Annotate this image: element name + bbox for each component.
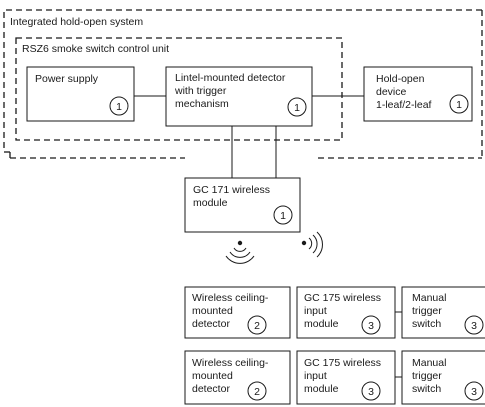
box-label-line: device [376,86,407,98]
ceiling-detector-box: Wireless ceiling- mounted detector 2 [184,350,291,405]
gc175-module-box: GC 175 wireless input module 3 [296,286,396,339]
badge-circle [287,97,307,117]
connectors [134,95,364,178]
badge-number: 1 [116,101,122,113]
badge-circle [361,315,381,335]
box-label-line: GC 175 wireless [304,357,381,369]
wireless-signal-icon [301,231,323,258]
box-label-line: module [304,383,339,395]
badge-number: 1 [456,99,462,111]
badge-number: 3 [471,386,477,398]
box-label-line: mechanism [175,98,229,110]
box-label-line: Wireless ceiling- [192,357,269,369]
box-label-line: detector [192,383,230,395]
control-unit-title: RSZ6 smoke switch control unit [22,43,169,55]
box-label-line: Manual [412,357,446,369]
box-label-line: GC 171 wireless [193,184,270,196]
badge-circle [464,381,484,401]
box-label-line: module [193,197,228,209]
hold-open-device-box: Hold-open device 1-leaf/2-leaf 1 [363,66,473,122]
gc171-module-box: GC 171 wireless module 1 [184,177,301,233]
box-label-line: Wireless ceiling- [192,292,269,304]
box-label-line: Power supply [35,73,99,85]
control-unit-frame: RSZ6 smoke switch control unit [15,37,343,141]
box-label-line: GC 175 wireless [304,292,381,304]
wireless-signal-icon [225,240,255,264]
box-label-line: Lintel-mounted detector [175,72,286,84]
box-label-line: detector [192,318,230,330]
badge-number: 3 [368,386,374,398]
box-label-line: Manual [412,292,446,304]
badge-circle [449,94,469,114]
manual-trigger-switch-box: Manual trigger switch 3 [401,286,485,339]
badge-circle [273,205,293,225]
badge-circle [464,315,484,335]
badge-number: 3 [471,320,477,332]
box-label-line: switch [412,318,441,330]
ceiling-detector-box: Wireless ceiling- mounted detector 2 [184,286,291,339]
integrated-system-frame: Integrated hold-open system [3,9,483,159]
box-label-line: input [304,305,327,317]
lintel-detector-box: Lintel-mounted detector with trigger mec… [165,66,313,127]
box-label-line: switch [412,383,441,395]
box-label-line: mounted [192,305,233,317]
badge-number: 1 [294,102,300,114]
badge-circle [247,315,267,335]
box-label-line: trigger [412,370,442,382]
box-label-line: with trigger [174,85,227,97]
badge-circle [247,381,267,401]
badge-circle [109,96,129,116]
box-label-line: input [304,370,327,382]
box-label-line: module [304,318,339,330]
gc175-module-box: GC 175 wireless input module 3 [296,350,396,405]
box-label-line: Hold-open [376,73,425,85]
integrated-system-title: Integrated hold-open system [10,16,143,28]
box-label-line: 1-leaf/2-leaf [376,99,432,111]
box-label-line: trigger [412,305,442,317]
badge-number: 2 [254,386,260,398]
box-label-line: mounted [192,370,233,382]
badge-number: 3 [368,320,374,332]
manual-trigger-switch-box: Manual trigger switch 3 [401,350,485,405]
badge-circle [361,381,381,401]
badge-number: 1 [280,210,286,222]
badge-number: 2 [254,320,260,332]
power-supply-box: Power supply 1 [26,66,135,122]
